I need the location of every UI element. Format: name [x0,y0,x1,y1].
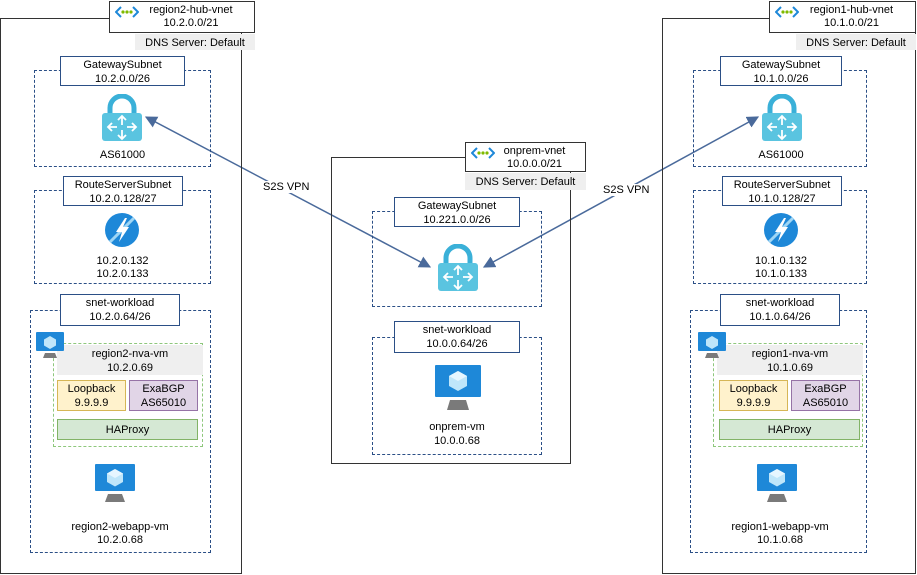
exabgp-label: ExaBGP [804,383,847,395]
subnet-label: snet-workload 10.2.0.64/26 [60,294,180,326]
subnet-label: RouteServerSubnet 10.1.0.128/27 [722,176,842,206]
gateway-asn: AS61000 [99,149,146,161]
exabgp-box: ExaBGP AS65010 [791,380,860,411]
vnet-icon [115,6,139,18]
vnet-cidr: 10.2.0.0/21 [163,17,219,29]
vm-icon [95,464,135,502]
loopback-ip: 9.9.9.9 [74,397,109,409]
region1-vnet-label: region1-hub-vnet 10.1.0.0/21 [769,1,916,33]
vnet-icon [775,6,799,18]
vm-icon [757,464,797,502]
gateway-asn: AS61000 [758,149,804,161]
vnet-name: onprem-vnet [503,145,566,157]
subnet-cidr: 10.1.0.128/27 [748,193,816,205]
nva-header: region2-nva-vm 10.2.0.69 [57,345,203,375]
routeserver-ip2: 10.1.0.133 [755,268,807,280]
s2s-vpn-label-left: S2S VPN [261,181,312,193]
subnet-cidr: 10.221.0.0/26 [423,214,491,226]
subnet-label: GatewaySubnet 10.221.0.0/26 [394,197,520,227]
subnet-label: GatewaySubnet 10.2.0.0/26 [60,56,185,86]
subnet-cidr: 10.0.0.64/26 [426,338,488,350]
loopback-label: Loopback [67,383,116,395]
vpn-gateway-icon [762,94,802,141]
vpn-gateway-icon [102,94,142,141]
nva-name: region2-nva-vm [91,348,169,360]
webapp-name: region1-webapp-vm [731,521,829,533]
region1-dns-badge: DNS Server: Default [796,34,916,50]
nva-ip: 10.1.0.69 [767,362,813,374]
haproxy-box: HAProxy [57,419,198,440]
webapp-name: region2-webapp-vm [71,521,169,533]
subnet-name: snet-workload [422,324,492,336]
exabgp-asn: AS65010 [802,397,849,409]
subnet-cidr: 10.1.0.64/26 [749,311,811,323]
vm-icon [698,332,726,358]
loopback-box: Loopback 9.9.9.9 [57,380,126,411]
subnet-name: GatewaySubnet [83,59,162,71]
region2-vnet-label: region2-hub-vnet 10.2.0.0/21 [109,1,255,33]
vpn-gateway-icon [438,244,478,291]
subnet-cidr: 10.2.0.64/26 [89,311,151,323]
vnet-name: region1-hub-vnet [809,4,894,16]
onprem-vnet-label: onprem-vnet 10.0.0.0/21 [465,142,586,172]
s2s-vpn-label-right: S2S VPN [601,184,652,196]
haproxy-box: HAProxy [719,419,860,440]
subnet-cidr: 10.1.0.0/26 [753,73,809,85]
webapp-ip: 10.2.0.68 [97,534,143,546]
subnet-label: snet-workload 10.1.0.64/26 [720,294,840,326]
onprem-dns-badge: DNS Server: Default [465,173,586,190]
region2-nva-container [53,343,203,447]
nva-name: region1-nva-vm [751,348,829,360]
vnet-cidr: 10.1.0.0/21 [823,17,880,29]
subnet-name: RouteServerSubnet [733,179,831,191]
subnet-name: GatewaySubnet [417,200,497,212]
loopback-ip: 9.9.9.9 [736,397,771,409]
onprem-vm-ip: 10.0.0.68 [434,435,480,447]
subnet-cidr: 10.2.0.128/27 [89,193,157,205]
onprem-vnet [331,157,571,464]
subnet-name: RouteServerSubnet [74,179,172,191]
exabgp-label: ExaBGP [142,383,185,395]
subnet-label: snet-workload 10.0.0.64/26 [394,321,520,353]
route-server-icon [764,213,798,247]
region1-nva-container [713,343,863,447]
routeserver-ip2: 10.2.0.133 [96,268,149,280]
vnet-icon [471,147,495,159]
vm-icon [36,332,64,358]
nva-header: region1-nva-vm 10.1.0.69 [717,345,863,375]
route-server-icon [105,213,139,247]
routeserver-ip1: 10.2.0.132 [96,255,149,267]
webapp-ip: 10.1.0.68 [757,534,803,546]
subnet-name: GatewaySubnet [741,59,821,71]
subnet-name: snet-workload [85,297,155,309]
vm-icon [435,365,481,410]
loopback-box: Loopback 9.9.9.9 [719,380,788,411]
subnet-name: snet-workload [745,297,815,309]
vnet-name: region2-hub-vnet [149,4,233,16]
nva-ip: 10.2.0.69 [107,362,153,374]
exabgp-box: ExaBGP AS65010 [129,380,198,411]
subnet-cidr: 10.2.0.0/26 [94,73,151,85]
onprem-vm-name: onprem-vm [429,421,485,433]
subnet-label: GatewaySubnet 10.1.0.0/26 [720,56,842,86]
loopback-label: Loopback [729,383,778,395]
subnet-label: RouteServerSubnet 10.2.0.128/27 [63,176,183,206]
routeserver-ip1: 10.1.0.132 [755,255,807,267]
exabgp-asn: AS65010 [140,397,187,409]
vnet-cidr: 10.0.0.0/21 [506,158,563,170]
region2-dns-badge: DNS Server: Default [135,34,255,50]
